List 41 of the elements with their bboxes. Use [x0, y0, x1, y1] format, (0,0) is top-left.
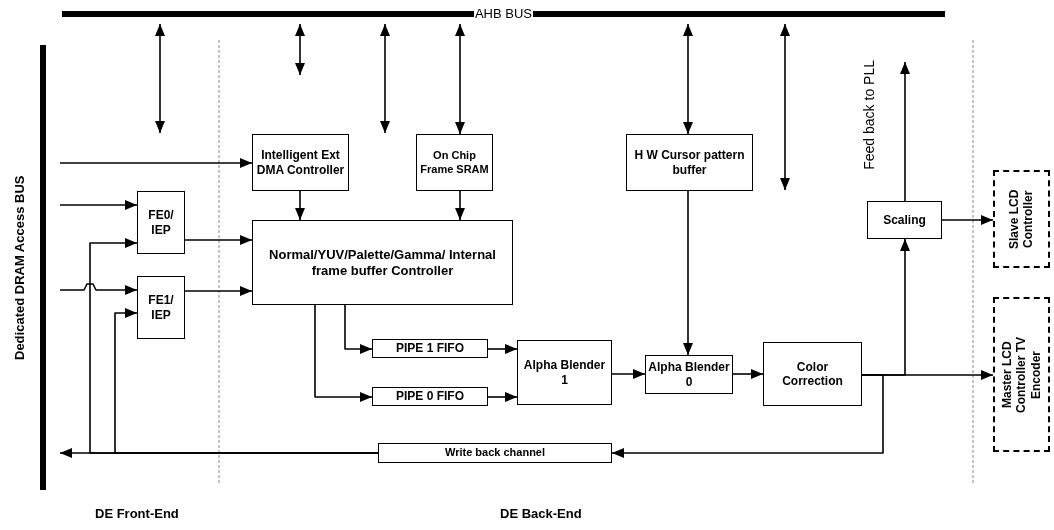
section-label: DE Back-End [500, 506, 582, 521]
arrow [455, 23, 465, 135]
arrow [59, 158, 253, 168]
process-box: FE0/ IEP [137, 191, 185, 254]
arrow [295, 190, 305, 221]
process-box: Normal/YUV/Palette/Gamma/ Internal frame buffer Controller [252, 220, 513, 305]
external-block: Slave LCD Controller [993, 170, 1050, 268]
arrow [487, 392, 518, 402]
process-box: PIPE 0 FIFO [372, 387, 488, 406]
arrow [314, 304, 373, 402]
section-label: DE Front-End [95, 506, 179, 521]
external-block: Master LCD Controller TV Encoder [993, 297, 1050, 452]
process-box: On Chip Frame SRAM [416, 134, 493, 191]
process-box: Write back channel [378, 443, 612, 463]
arrow [487, 344, 518, 354]
arrow [380, 23, 390, 134]
arrow [732, 369, 764, 379]
process-box: FE1/ IEP [137, 276, 185, 339]
arrow [683, 190, 693, 356]
arrow [344, 304, 373, 354]
arrow [611, 374, 884, 458]
process-box: Scaling [867, 201, 942, 239]
process-box: H W Cursor pattern buffer [626, 134, 753, 191]
arrow [155, 23, 165, 134]
arrow [114, 308, 379, 454]
arrow [59, 283, 138, 295]
arrow [59, 200, 138, 210]
process-box: Alpha Blender 0 [645, 355, 733, 394]
process-box: PIPE 1 FIFO [372, 339, 488, 358]
arrow [683, 23, 693, 135]
arrow [184, 286, 253, 296]
process-box: Intelligent Ext DMA Controller [252, 134, 349, 191]
arrow [295, 23, 305, 76]
arrow [611, 369, 646, 379]
arrow [455, 190, 465, 221]
arrow [941, 215, 994, 225]
process-box: Alpha Blender 1 [517, 340, 612, 405]
process-box: Color Correction [763, 342, 862, 406]
arrow [900, 61, 910, 202]
arrow [780, 23, 790, 191]
arrow [184, 235, 253, 245]
